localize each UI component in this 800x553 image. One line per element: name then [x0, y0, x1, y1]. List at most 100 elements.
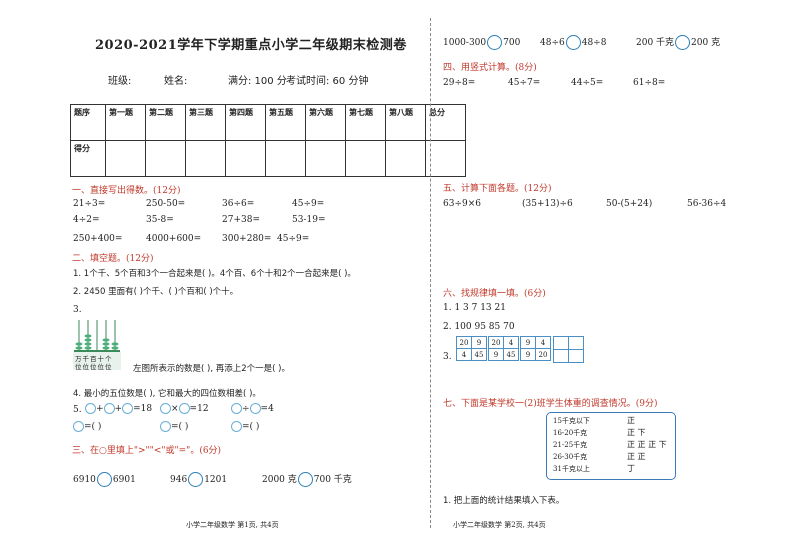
pattern-answer-cell[interactable]	[553, 336, 569, 350]
tally-range: 15千克以下	[553, 417, 590, 425]
page-title: 2020-2021学年下学期重点小学二年级期末检测卷	[95, 38, 407, 53]
compare-circle[interactable]	[188, 472, 204, 487]
tally-mark: 正 正	[627, 452, 646, 461]
shape-circle-icon	[231, 421, 242, 432]
mental-math-item: 53-19=	[292, 215, 326, 225]
section2-heading: 二、填空题。(12分)	[72, 254, 154, 264]
section6-heading: 六、找规律填一填。(6分)	[443, 289, 546, 299]
shape-circle-icon	[103, 403, 115, 414]
score-header-cell: 第二题	[145, 104, 186, 141]
score-cell[interactable]	[305, 140, 346, 177]
shape-equation-result: =18	[133, 404, 153, 414]
stats-question-1: 1. 把上面的统计结果填入下表。	[443, 496, 565, 506]
fill-question-4: 4. 最小的五位数是( ), 它和最大的四位数相差( )。	[73, 389, 261, 399]
score-header-cell: 第六题	[305, 104, 346, 141]
shape-answer-2: =( )	[160, 421, 188, 432]
pattern-answer-cell[interactable]	[568, 349, 584, 363]
pattern-answer-cell[interactable]	[568, 336, 584, 350]
score-header-cell: 第五题	[265, 104, 306, 141]
score-cell[interactable]	[425, 140, 466, 177]
calc-item: 50-(5+24)	[606, 199, 653, 209]
shape-equation-result: =12	[189, 404, 209, 414]
tally-mark: 正	[627, 416, 635, 425]
score-header-cell: 题序	[70, 104, 106, 141]
tally-range: 16-20千克	[553, 429, 588, 437]
mental-math-item: 45÷9=	[277, 234, 310, 244]
class-label: 班级:	[108, 76, 132, 87]
fill-question-5-number: 5.	[73, 405, 82, 415]
fill-question-3-number: 3.	[73, 305, 82, 315]
footer-left: 小学二年级数学 第1页, 共4页	[186, 521, 279, 529]
score-cell[interactable]	[385, 140, 426, 177]
shape-circle-icon	[73, 421, 84, 432]
vertical-calc-item: 61÷8=	[633, 78, 666, 88]
vertical-calc-item: 29÷8=	[443, 78, 476, 88]
shape-circle-icon	[160, 403, 171, 414]
compare-circle[interactable]	[96, 472, 112, 487]
score-cell[interactable]	[185, 140, 226, 177]
pattern-question-1: 1. 1 3 7 13 21	[443, 303, 506, 313]
shape-circle-icon	[122, 403, 134, 414]
pattern-question-3-number: 3.	[443, 352, 452, 362]
calc-item: (35+13)÷6	[522, 199, 573, 209]
score-header-cell: 第一题	[105, 104, 146, 141]
name-label: 姓名:	[164, 76, 188, 87]
vertical-calc-item: 44÷5=	[571, 78, 604, 88]
mental-math-item: 250-50=	[146, 199, 186, 209]
score-cell[interactable]	[265, 140, 306, 177]
score-table-header-row: 题序 第一题 第二题 第三题 第四题 第五题 第六题 第七题 第八题 总分	[70, 104, 466, 141]
score-table: 题序 第一题 第二题 第三题 第四题 第五题 第六题 第七题 第八题 总分 得分	[70, 104, 466, 177]
pattern-grid-answer[interactable]	[553, 336, 584, 363]
compare-circle[interactable]	[297, 472, 313, 487]
compare-circle[interactable]	[565, 35, 581, 50]
tally-mark: 正 下	[627, 428, 646, 437]
section5-heading: 五、计算下面各题。(12分)	[443, 184, 552, 194]
tally-range: 21-25千克	[553, 441, 588, 449]
footer-right: 小学二年级数学 第2页, 共4页	[453, 521, 546, 529]
score-cell[interactable]	[145, 140, 186, 177]
score-header-cell: 第八题	[385, 104, 426, 141]
pattern-answer-cell[interactable]	[553, 349, 569, 363]
shape-circle-icon	[178, 403, 190, 414]
shape-circle-icon	[231, 403, 242, 414]
section4-heading: 四、用竖式计算。(8分)	[443, 63, 537, 73]
full-score: 满分: 100 分	[228, 76, 287, 87]
abacus-image	[73, 320, 121, 370]
compare-circle[interactable]	[487, 35, 503, 50]
mental-math-item: 300+280=	[222, 234, 272, 244]
score-cell[interactable]	[345, 140, 386, 177]
vertical-calc-item: 45÷7=	[508, 78, 541, 88]
shape-equation-1: ++=18	[85, 403, 152, 414]
abacus-place-labels-2: 位位位位位	[75, 363, 113, 371]
compare-circle[interactable]	[675, 35, 691, 50]
mental-math-item: 35-8=	[146, 215, 174, 225]
mental-math-item: 45÷9=	[292, 199, 325, 209]
fill-question-3-text: 左图所表示的数是( ), 再添上2个一是( )。	[133, 364, 290, 374]
shape-circle-icon	[249, 403, 261, 414]
mental-math-item: 4÷2=	[73, 215, 100, 225]
calc-item: 63÷9×6	[443, 199, 481, 209]
mental-math-item: 250+400=	[73, 234, 123, 244]
score-row-label: 得分	[70, 140, 106, 177]
tally-mark: 丁	[627, 464, 635, 473]
abacus-place-labels: 万千百十个	[75, 355, 113, 363]
tally-mark: 正 正 正 下	[627, 440, 667, 449]
pattern-question-2: 2. 100 95 85 70	[443, 322, 515, 332]
score-cell[interactable]	[225, 140, 266, 177]
page-divider	[430, 18, 431, 528]
score-header-cell: 第四题	[225, 104, 266, 141]
score-header-cell: 第七题	[345, 104, 386, 141]
tally-range: 26-30千克	[553, 453, 588, 461]
score-cell[interactable]	[105, 140, 146, 177]
shape-circle-icon	[160, 421, 171, 432]
section7-heading: 七、下面是某学校一(2)班学生体重的调查情况。(9分)	[443, 399, 658, 409]
shape-equation-3: ÷=4	[231, 403, 274, 414]
